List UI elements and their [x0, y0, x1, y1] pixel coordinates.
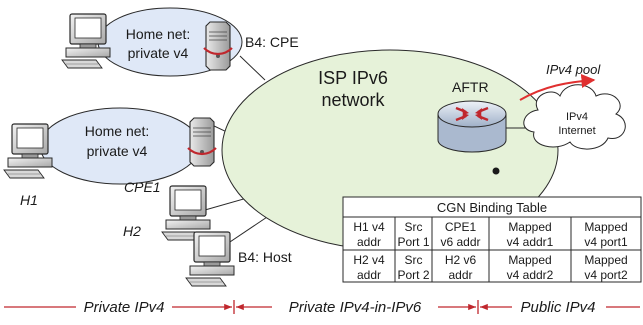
cgn-table-cell-r1-c3-line1: CPE1: [445, 220, 477, 234]
home-net-2-label-line2: private v4: [87, 143, 148, 159]
home-net-2-label-line1: Home net:: [85, 123, 150, 139]
cgn-table-cell-r2-c3-line2: addr: [448, 268, 472, 282]
h1-label: H1: [20, 192, 38, 208]
segment-label-private-ipv4-in-ipv6: Private IPv4-in-IPv6: [289, 299, 422, 316]
cgn-table-cell-r1-c2-line1: Src: [405, 220, 423, 234]
aftr-router-icon: [437, 100, 507, 153]
cgn-table-cell-r1-c5-line2: v4 port1: [584, 235, 628, 249]
home-net-1-label-line1: Home net:: [126, 26, 191, 42]
cgn-table-cell-r2-c5-line1: Mapped: [584, 253, 627, 267]
segment-label-public-ipv4: Public IPv4: [520, 299, 595, 316]
b4-host-label: B4: Host: [238, 249, 292, 265]
cgn-table-cell-r1-c5-line1: Mapped: [584, 220, 627, 234]
cpe1-server-icon: [187, 117, 217, 167]
aftr-label: AFTR: [452, 79, 489, 95]
internet-cloud-icon: [523, 84, 626, 150]
h1-computer-icon: [3, 123, 53, 179]
cgn-table-cell-r2-c2-line2: Port 2: [397, 268, 429, 282]
internet-label-line1: IPv4: [566, 111, 588, 123]
segment-label-private-ipv4: Private IPv4: [84, 299, 165, 316]
cgn-table-cell-r2-c5-line2: v4 port2: [584, 268, 628, 282]
ipv4-pool-label: IPv4 pool: [546, 62, 601, 77]
isp-network-label-line1: ISP IPv6: [318, 68, 388, 88]
cgn-table-cell-r2-c1-line1: H2 v4: [353, 253, 385, 267]
internet-label-line2: Internet: [558, 125, 595, 137]
home-net-1-label-line2: private v4: [128, 45, 189, 61]
ipv4-pool-arrow: [519, 73, 596, 101]
cgn-table-cell-r2-c1-line2: addr: [357, 268, 381, 282]
cgn-table-cell-r1-c4-line2: v4 addr1: [507, 235, 554, 249]
cgn-table-cell-r1-c2-line2: Port 1: [397, 235, 429, 249]
isp-network-label-line2: network: [321, 90, 385, 110]
cgn-table-cell-r1-c4-line1: Mapped: [508, 220, 551, 234]
h2-label: H2: [123, 223, 141, 239]
cgn-table-cell-r1-c3-line2: v6 addr: [440, 235, 480, 249]
b4-cpe-label: B4: CPE: [245, 34, 299, 50]
cgn-table-cell-r1-c1-line1: H1 v4: [353, 220, 385, 234]
cgn-table-cell-r1-c1-line2: addr: [357, 235, 381, 249]
cgn-table-title: CGN Binding Table: [437, 200, 547, 215]
b4-cpe-server-icon: [203, 21, 233, 71]
cgn-table-cell-r2-c2-line1: Src: [405, 253, 423, 267]
home-net-1-computer-icon: [61, 13, 111, 69]
segment-bar: Private IPv4 Private IPv4-in-IPv6 Public…: [4, 297, 640, 317]
cgn-table-cell-r2-c3-line1: H2 v6: [445, 253, 477, 267]
cgn-table-cell-r2-c4-line1: Mapped: [508, 253, 551, 267]
aftr-table-anchor-dot: [492, 167, 500, 175]
cpe1-label: CPE1: [124, 179, 161, 195]
cgn-table-cell-r2-c4-line2: v4 addr2: [507, 268, 554, 282]
